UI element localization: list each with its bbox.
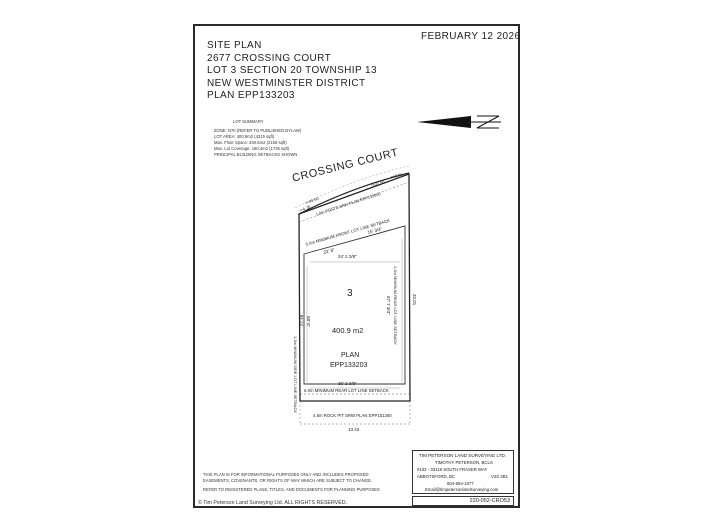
address-line: #102 - 33119 SOUTH FRASER WAY — [417, 467, 488, 472]
postal-code: V2S 2B1 — [491, 474, 508, 479]
surveyor-title-block: TIM PETERSON LAND SURVEYING LTD. TIMOTHY… — [412, 450, 514, 494]
plan-number: EPP133203 — [330, 362, 368, 369]
dim-left-boundary: 27.48 — [299, 314, 304, 326]
srw-line-top — [298, 181, 410, 223]
side-setback-left-label: 1.2m MINIMUM SIDE LOT LINE SETBACK — [293, 336, 298, 414]
email: Email@timpetersonlandsurveying.com — [425, 487, 499, 492]
site-plan-sheet: FEBRUARY 12 2026 SITE PLAN 2677 CROSSING… — [193, 24, 520, 508]
phone: 604-854-1077 — [447, 481, 474, 486]
lot-drawing — [294, 165, 411, 425]
lot-summary-line: ZONE: N70 (REFER TO PUBLISHED BYLAW) — [214, 128, 302, 133]
plan-label: PLAN — [341, 352, 360, 359]
lot-summary-line: LOT AREA: 400.9m2 (4315 sqft) — [214, 134, 275, 139]
dim-width-top: 34' 2 3/8" — [338, 254, 357, 259]
building-envelope — [303, 225, 406, 385]
title-line: LOT 3 SECTION 20 TOWNSHIP 13 — [207, 65, 377, 76]
dim-bottom-boundary: 13.43 — [348, 427, 360, 432]
dim-width-bottom: 36' 2 3/8" — [338, 381, 357, 386]
lot-number: 3 — [347, 288, 353, 299]
plan-date: FEBRUARY 12 2026 — [421, 31, 521, 42]
dim-left-side: 58' 6" — [306, 316, 311, 328]
title-line: PLAN EPP133203 — [207, 90, 295, 101]
lot-summary-heading: LOT SUMMARY — [233, 119, 264, 124]
drawing-number: 220-052-CRO53 — [412, 496, 514, 506]
street-curb — [298, 172, 410, 215]
srw-bottom-label: 4.5m ROCK PIT SRW PLAN EPP151260 — [313, 413, 392, 418]
side-setback-right-label: 1.2m MINIMUM REAR LOT LINE SETBACK — [393, 266, 398, 345]
lot-summary-line: Max. Floor Space: 200.5m2 (2158 sqft) — [214, 140, 287, 145]
rear-setback-label: 6.0m MINIMUM REAR LOT LINE SETBACK — [304, 388, 389, 393]
title-line: 2677 CROSSING COURT — [207, 52, 332, 64]
note-line: REFER TO REGISTERED PLANS, TITLES, AND D… — [203, 487, 380, 492]
city-line: ABBOTSFORD, BC — [417, 474, 455, 479]
lot-summary-line: PRINCIPAL BUILDING SETBACKS SHOWN — [214, 152, 298, 157]
lot-area: 400.9 m2 — [332, 326, 364, 335]
lot-summary-line: Max. Lot Coverage: 160.4m2 (1726 sqft) — [214, 146, 290, 151]
note-line: THIS PLAN IS FOR INFORMATIONAL PURPOSES … — [203, 472, 369, 477]
note-line: EASEMENTS, COVENANTS, OR RIGHTS OF WAY W… — [203, 478, 373, 483]
dim-right-boundary: 32.01 — [412, 294, 417, 306]
lot-summary: ZONE: N70 (REFER TO PUBLISHED BYLAW) LOT… — [214, 128, 301, 158]
copyright: © Tim Peterson Land Surveying Ltd. ALL R… — [198, 500, 348, 506]
title-line: SITE PLAN — [207, 40, 262, 51]
surveyor-name: TIMOTHY PETERSON, BCLS — [435, 460, 493, 465]
notes: THIS PLAN IS FOR INFORMATIONAL PURPOSES … — [203, 472, 380, 493]
dim-right-side: 67' 7 3/4" — [386, 296, 391, 315]
company-name: TIM PETERSON LAND SURVEYING LTD. — [419, 453, 507, 458]
title-block-heading: SITE PLAN 2677 CROSSING COURT LOT 3 SECT… — [207, 40, 377, 103]
road-edge — [294, 165, 410, 209]
title-line: NEW WESTMINSTER DISTRICT — [207, 77, 366, 89]
